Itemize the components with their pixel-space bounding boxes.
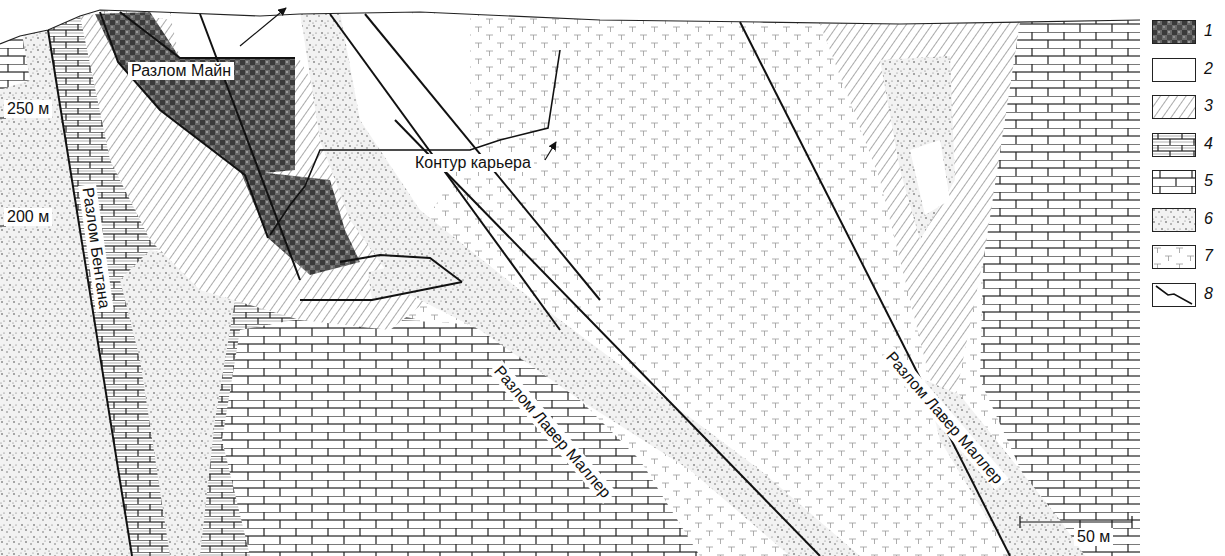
legend-swatch (1152, 133, 1196, 157)
fault-label: Разлом Майн (128, 62, 234, 80)
legend-swatch (1152, 283, 1196, 307)
depth-label: 250 м (4, 100, 52, 118)
legend-number: 7 (1204, 247, 1213, 265)
legend-swatch (1152, 95, 1196, 119)
legend-swatch (1152, 245, 1196, 269)
depth-label: 200 м (4, 208, 52, 226)
legend-swatch (1152, 170, 1196, 194)
legend-swatch (1152, 20, 1196, 44)
legend-swatch (1152, 208, 1196, 232)
legend-number: 1 (1204, 22, 1213, 40)
legend-swatch (1152, 58, 1196, 82)
legend-number: 8 (1204, 285, 1213, 303)
pit-contour-label: Контур карьера (412, 154, 534, 172)
legend-number: 2 (1204, 60, 1213, 78)
scale-label: 50 м (1074, 528, 1113, 546)
legend-number: 5 (1204, 172, 1213, 190)
legend-number: 6 (1204, 210, 1213, 228)
legend-number: 4 (1204, 135, 1213, 153)
legend-number: 3 (1204, 97, 1213, 115)
